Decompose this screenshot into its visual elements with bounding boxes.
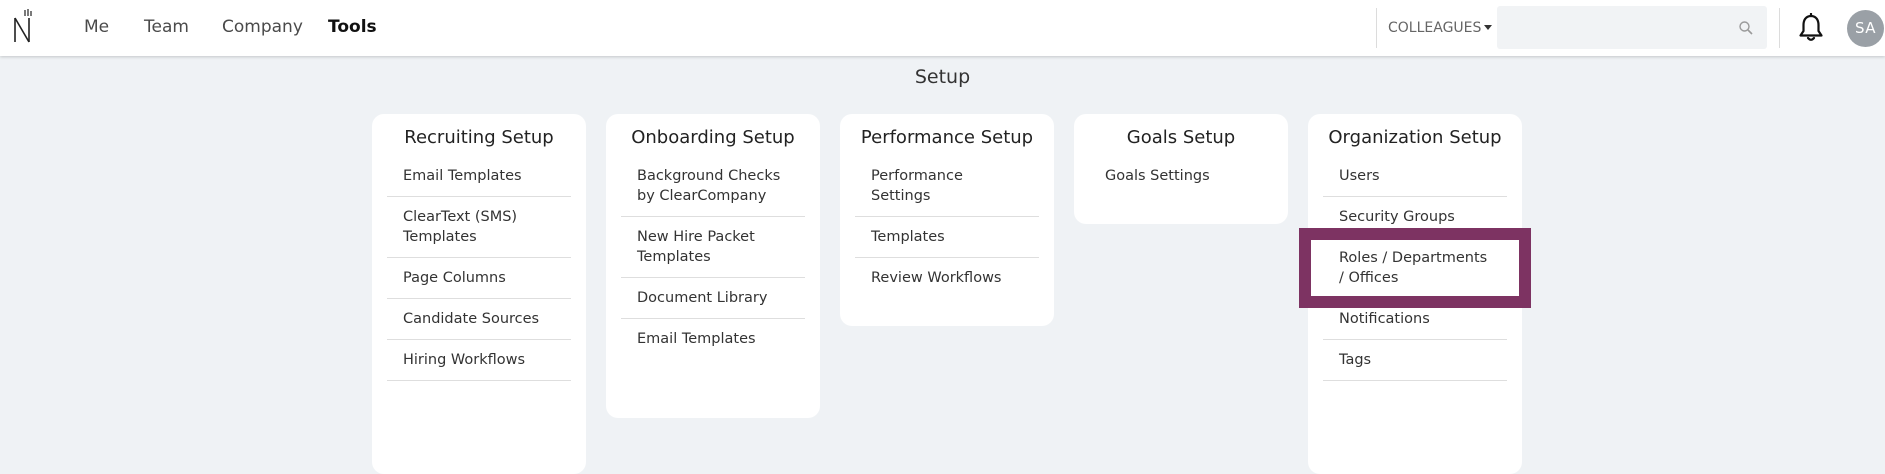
setup-link-notifications[interactable]: Notifications (1323, 299, 1507, 340)
setup-link-candidate-sources[interactable]: Candidate Sources (387, 299, 571, 340)
search-icon[interactable] (1738, 20, 1754, 36)
nav-item-me[interactable]: Me (84, 17, 110, 37)
search-input[interactable] (1497, 6, 1767, 49)
setup-link-email-templates[interactable]: Email Templates (637, 331, 756, 347)
setup-link-templates[interactable]: Templates (855, 217, 1039, 258)
setup-link-tags[interactable]: Tags (1323, 340, 1507, 381)
setup-link-roles-departments-offices[interactable]: Roles / Departments / Offices (1299, 228, 1531, 308)
company-logo-icon[interactable] (12, 8, 34, 44)
setup-link-security-groups[interactable]: Security Groups (1323, 197, 1507, 238)
setup-link-users[interactable]: Users (1323, 159, 1507, 197)
recruiting-setup-card: Recruiting Setup Email Templates ClearTe… (372, 114, 586, 474)
colleagues-dropdown[interactable]: COLLEAGUES (1388, 20, 1493, 36)
setup-link-goals-settings[interactable]: Goals Settings (1105, 168, 1210, 184)
setup-link-email-templates[interactable]: Email Templates (387, 159, 571, 197)
nav-item-company[interactable]: Company (222, 17, 303, 37)
organization-setup-card: Organization Setup Users Security Groups… (1299, 114, 1531, 474)
setup-link-page-columns[interactable]: Page Columns (387, 258, 571, 299)
divider (1376, 8, 1377, 48)
nav-item-team[interactable]: Team (144, 17, 189, 37)
colleagues-label: COLLEAGUES (1388, 20, 1482, 36)
card-title: Goals Setup (1126, 127, 1236, 148)
setup-link-background-checks[interactable]: Background Checks by ClearCompany (621, 159, 805, 217)
card-title: Onboarding Setup (631, 127, 795, 148)
caret-down-icon (1484, 25, 1493, 30)
top-navigation-bar: Me Team Company Tools COLLEAGUES SA (0, 0, 1885, 56)
nav-item-tools[interactable]: Tools (328, 17, 377, 37)
card-title: Recruiting Setup (404, 127, 554, 148)
divider (1779, 8, 1780, 48)
user-avatar[interactable]: SA (1847, 10, 1884, 47)
setup-link-new-hire-packet-templates[interactable]: New Hire Packet Templates (621, 217, 805, 278)
card-title: Performance Setup (860, 127, 1034, 148)
card-title: Organization Setup (1328, 127, 1502, 148)
setup-link-hiring-workflows[interactable]: Hiring Workflows (387, 340, 571, 381)
performance-setup-card: Performance Setup Performance Settings T… (840, 114, 1054, 326)
setup-link-document-library[interactable]: Document Library (621, 278, 805, 319)
page-title: Setup (914, 66, 971, 88)
setup-link-review-workflows[interactable]: Review Workflows (871, 270, 1002, 286)
goals-setup-card: Goals Setup Goals Settings (1074, 114, 1288, 224)
onboarding-setup-card: Onboarding Setup Background Checks by Cl… (606, 114, 820, 418)
setup-link-cleartext-sms-templates[interactable]: ClearText (SMS) Templates (387, 197, 571, 258)
notifications-bell-icon[interactable] (1797, 13, 1825, 43)
setup-link-performance-settings[interactable]: Performance Settings (855, 159, 1039, 217)
